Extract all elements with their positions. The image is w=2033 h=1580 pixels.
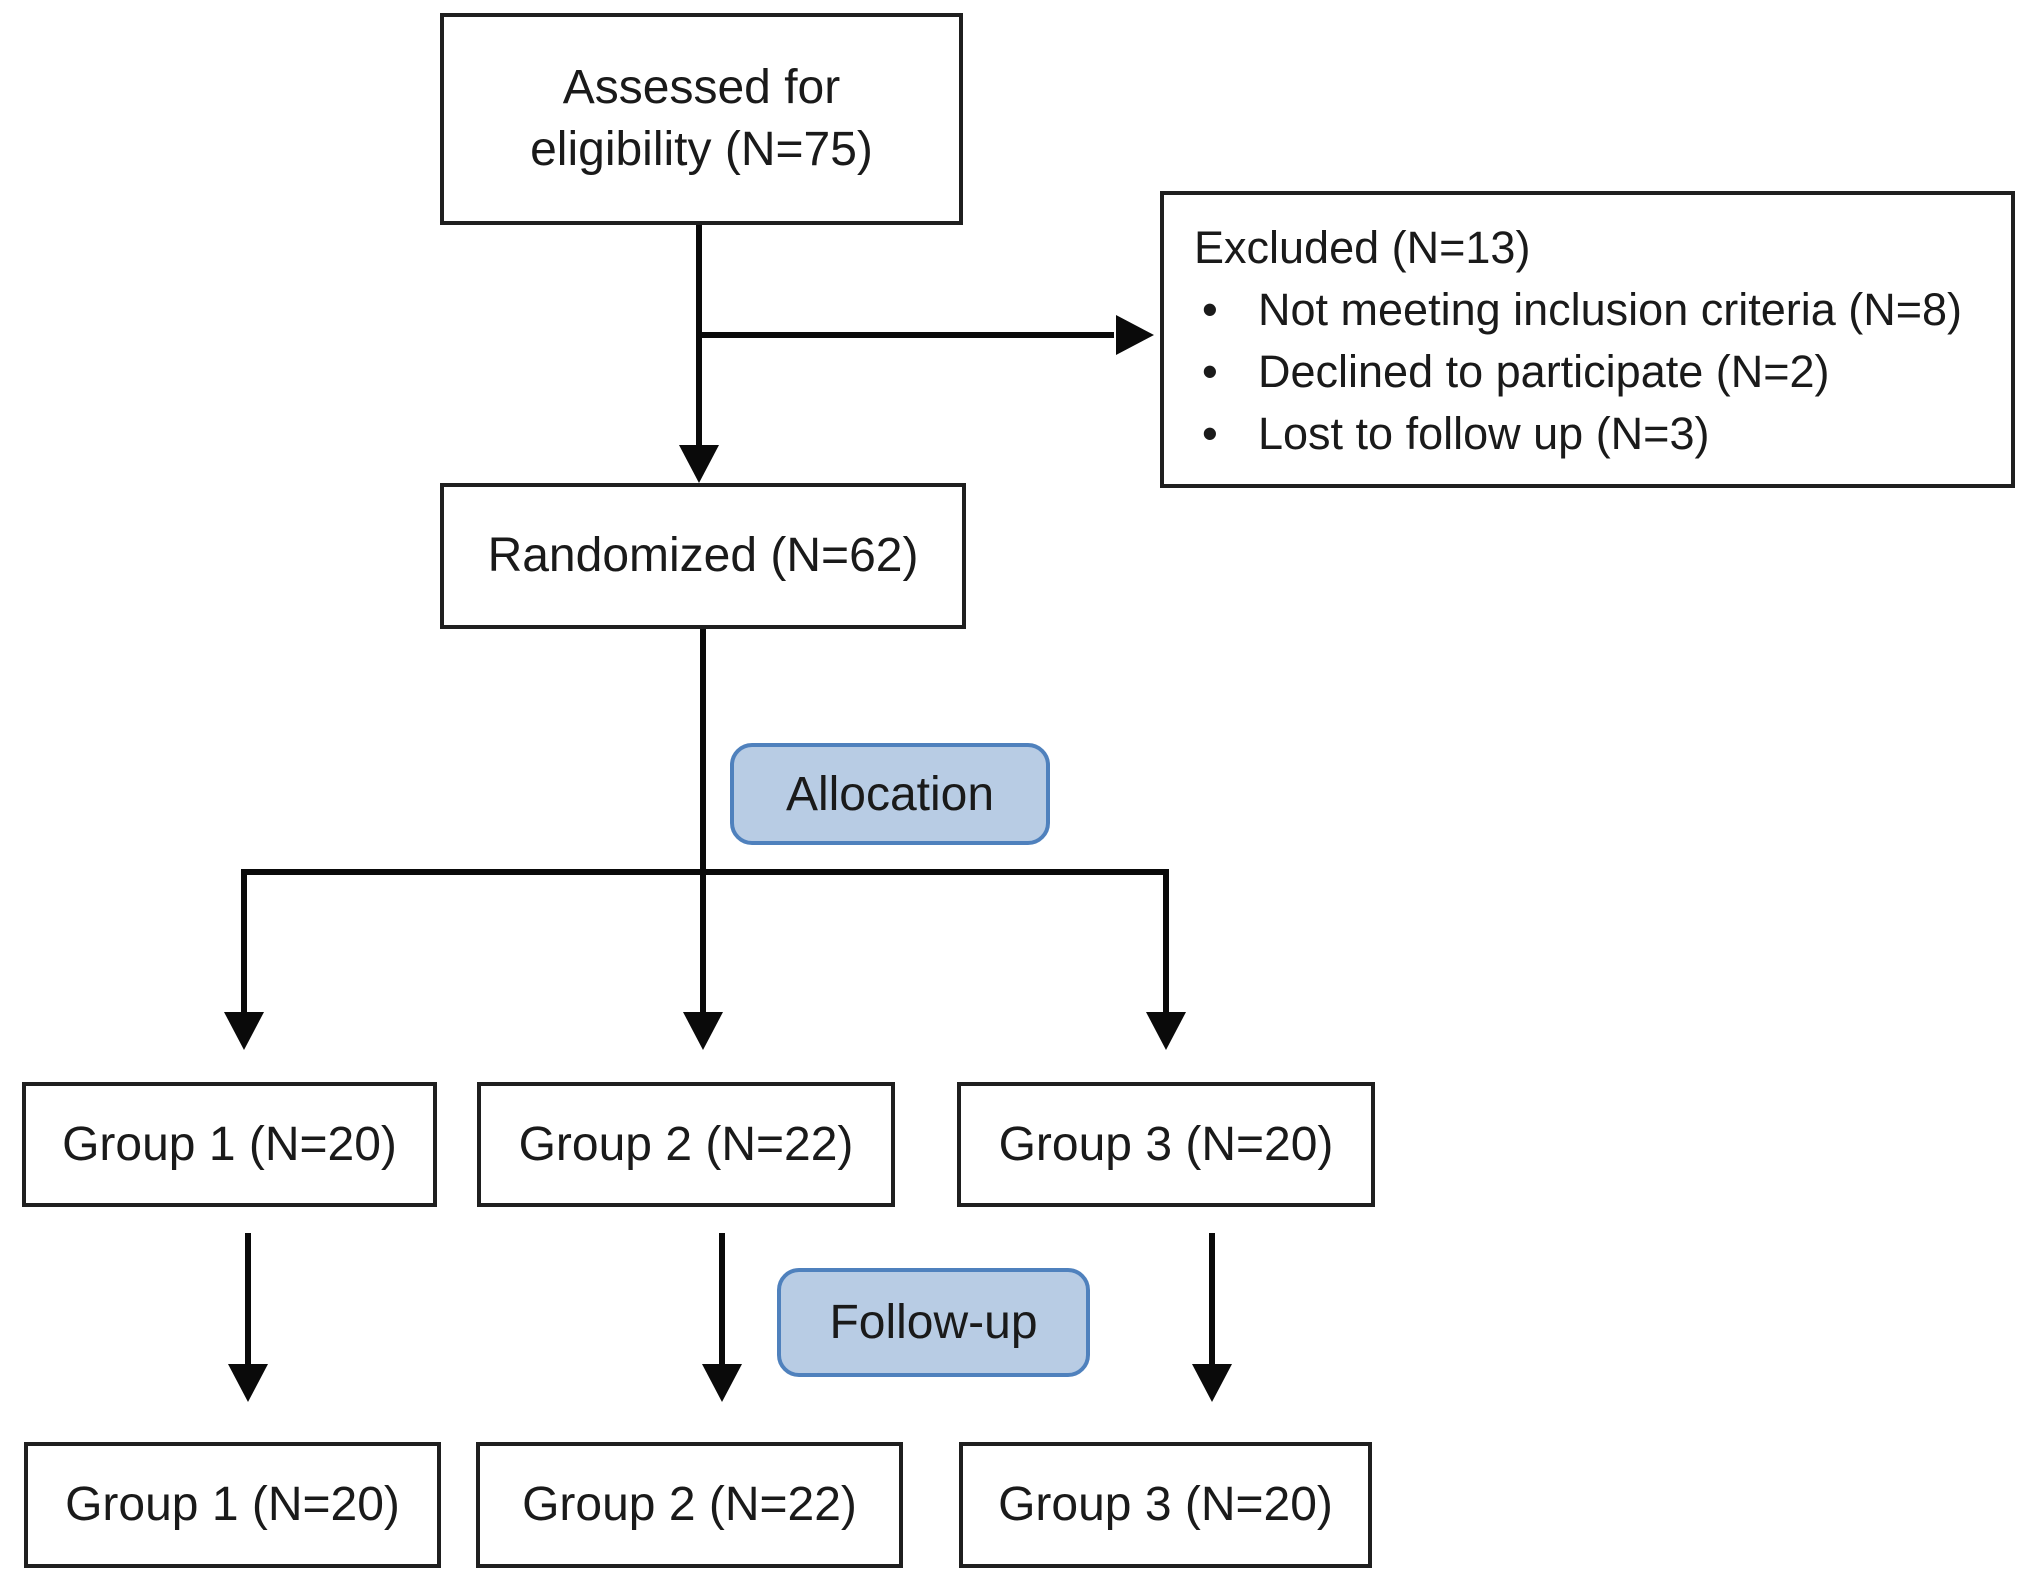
line-group2-to-followup xyxy=(719,1233,725,1364)
arrowhead-into-group2-followup xyxy=(702,1364,742,1402)
excluded-box: Excluded (N=13) Not meeting inclusion cr… xyxy=(1160,191,2015,488)
group3-allocation-box: Group 3 (N=20) xyxy=(957,1082,1375,1207)
line-split-to-group3 xyxy=(1163,869,1169,1012)
excluded-reason-item: Lost to follow up (N=3) xyxy=(1194,403,1997,465)
line-split-to-group1 xyxy=(241,869,247,1012)
group1-followup-box: Group 1 (N=20) xyxy=(24,1442,441,1568)
allocation-stage-label: Allocation xyxy=(730,743,1050,845)
group1-allocation-box: Group 1 (N=20) xyxy=(22,1082,437,1207)
arrowhead-into-randomized xyxy=(679,445,719,483)
group2-allocation-label: Group 2 (N=22) xyxy=(518,1117,854,1171)
excluded-title: Excluded (N=13) xyxy=(1194,222,1531,273)
randomized-label: Randomized (N=62) xyxy=(487,529,919,582)
arrowhead-into-group3-allocation xyxy=(1146,1012,1186,1050)
line-randomized-to-group2 xyxy=(700,629,706,1012)
randomized-box: Randomized (N=62) xyxy=(440,483,966,629)
excluded-reason-list: Not meeting inclusion criteria (N=8) Dec… xyxy=(1194,279,1997,465)
arrowhead-into-excluded xyxy=(1116,315,1154,355)
group1-followup-label: Group 1 (N=20) xyxy=(65,1478,400,1531)
line-branch-to-excluded xyxy=(699,332,1114,338)
assessed-eligibility-label: Assessed for eligibility (N=75) xyxy=(530,61,873,176)
followup-stage-text: Follow-up xyxy=(829,1296,1038,1349)
line-group1-to-followup xyxy=(245,1233,251,1364)
arrowhead-into-group1-allocation xyxy=(224,1012,264,1050)
followup-stage-label: Follow-up xyxy=(777,1268,1090,1377)
group3-followup-box: Group 3 (N=20) xyxy=(959,1442,1372,1568)
group2-followup-box: Group 2 (N=22) xyxy=(476,1442,903,1568)
arrowhead-into-group3-followup xyxy=(1192,1364,1232,1402)
group2-allocation-box: Group 2 (N=22) xyxy=(477,1082,895,1207)
line-group3-to-followup xyxy=(1209,1233,1215,1364)
assessed-eligibility-box: Assessed for eligibility (N=75) xyxy=(440,13,963,225)
excluded-reason-item: Not meeting inclusion criteria (N=8) xyxy=(1194,279,1997,341)
arrowhead-into-group1-followup xyxy=(228,1364,268,1402)
excluded-reason-item: Declined to participate (N=2) xyxy=(1194,341,1997,403)
allocation-split-line xyxy=(241,869,1169,875)
group2-followup-label: Group 2 (N=22) xyxy=(522,1478,857,1531)
arrowhead-into-group2-allocation xyxy=(683,1012,723,1050)
group1-allocation-label: Group 1 (N=20) xyxy=(62,1117,397,1171)
allocation-stage-text: Allocation xyxy=(785,767,995,821)
group3-allocation-label: Group 3 (N=20) xyxy=(998,1117,1334,1171)
group3-followup-label: Group 3 (N=20) xyxy=(998,1478,1333,1531)
